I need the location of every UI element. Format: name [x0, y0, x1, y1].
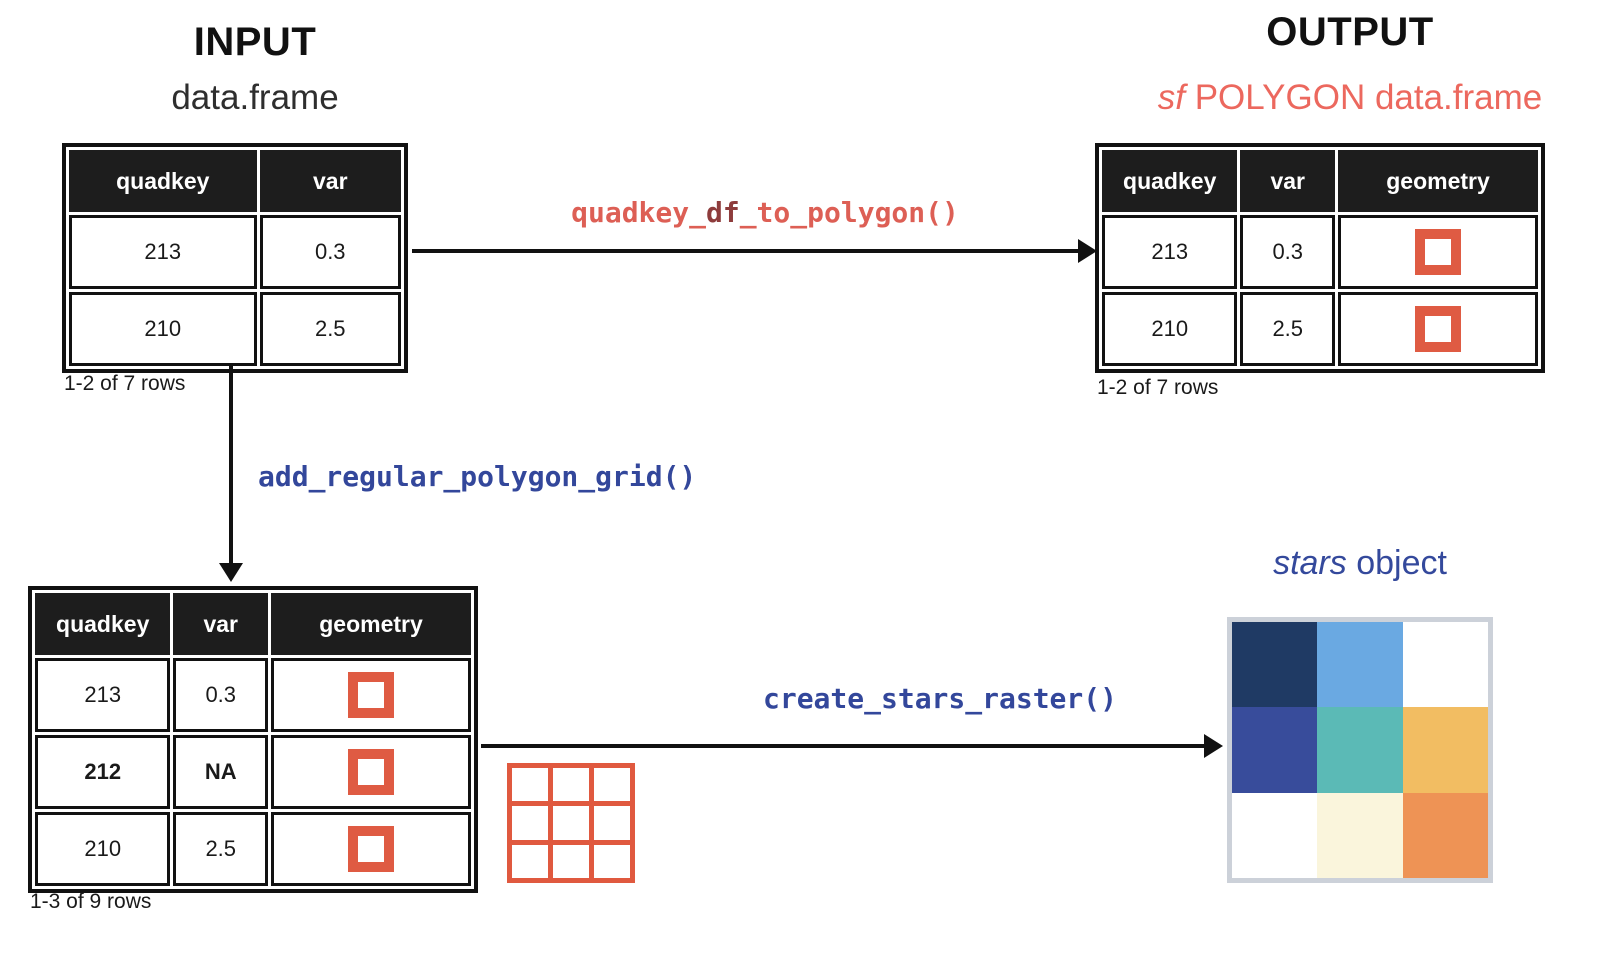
raster-cell [1317, 622, 1403, 708]
output-table: quadkey var geometry 213 0.3 210 2.5 [1095, 143, 1545, 373]
raster-cell [1402, 792, 1488, 878]
cell-var: 2.5 [259, 292, 401, 366]
cell-geometry [271, 658, 471, 732]
table-row: 213 0.3 [35, 658, 471, 732]
raster-cell [1232, 792, 1318, 878]
sf-italic-label: sf [1157, 78, 1185, 117]
arrow-down-head-icon [219, 563, 243, 582]
column-header: var [173, 593, 269, 655]
raster-cell [1232, 707, 1318, 793]
regular-polygon-grid-icon [507, 763, 635, 883]
function-label-quadkey-df-to-polygon: quadkey_df_to_polygon() [465, 196, 1065, 229]
output-title: OUTPUT [1266, 10, 1434, 54]
stars-label-rest: object [1346, 544, 1447, 582]
raster-cell [1317, 792, 1403, 878]
table-row: 210 2.5 [69, 292, 401, 366]
column-header: geometry [1338, 150, 1538, 212]
raster-cell [1402, 707, 1488, 793]
cell-quadkey: 213 [1102, 215, 1238, 289]
raster-cell [1232, 622, 1318, 708]
stars-italic-label: stars [1273, 544, 1347, 582]
function-label-part: df [705, 196, 740, 229]
cell-quadkey: 210 [1102, 292, 1238, 366]
cell-geometry [1338, 215, 1538, 289]
cell-geometry [271, 735, 471, 809]
table-row: 210 2.5 [1102, 292, 1538, 366]
table-row: 213 0.3 [1102, 215, 1538, 289]
table-row-na: 212 NA [35, 735, 471, 809]
cell-var: NA [173, 735, 269, 809]
polygon-square-icon [348, 672, 395, 718]
arrow-quadkey-df-to-polygon-line [412, 249, 1080, 253]
raster-cell [1402, 622, 1488, 708]
polygon-square-icon [348, 749, 395, 795]
cell-geometry [1338, 292, 1538, 366]
input-table: quadkey var 213 0.3 210 2.5 [62, 143, 408, 373]
table-row: 210 2.5 [35, 812, 471, 886]
column-header: quadkey [1102, 150, 1238, 212]
table-row: 213 0.3 [69, 215, 401, 289]
polygon-square-icon [1415, 229, 1462, 275]
function-label-part: _to_polygon() [739, 196, 959, 229]
raster-cell [1317, 707, 1403, 793]
column-header: quadkey [69, 150, 257, 212]
polygon-square-icon [348, 826, 395, 872]
cell-var: 0.3 [1240, 215, 1336, 289]
arrow-right-head-icon [1078, 239, 1097, 263]
grid-table-caption: 1-3 of 9 rows [30, 890, 152, 913]
column-header: var [259, 150, 401, 212]
arrow-add-regular-polygon-grid-line [229, 365, 233, 566]
function-label-create-stars-raster: create_stars_raster() [762, 682, 1117, 715]
cell-quadkey: 213 [69, 215, 257, 289]
stars-raster [1227, 617, 1493, 883]
arrow-right-head-icon [1204, 734, 1223, 758]
polygon-square-icon [1415, 306, 1462, 352]
input-subtitle: data.frame [171, 78, 339, 117]
cell-var: 0.3 [259, 215, 401, 289]
table-header-row: quadkey var geometry [1102, 150, 1538, 212]
arrow-create-stars-raster-line [481, 744, 1206, 748]
function-label-add-regular-polygon-grid: add_regular_polygon_grid() [258, 460, 697, 493]
cell-quadkey: 210 [35, 812, 171, 886]
function-label-part: quadkey_ [571, 196, 706, 229]
cell-quadkey: 212 [35, 735, 171, 809]
cell-geometry [271, 812, 471, 886]
column-header: quadkey [35, 593, 171, 655]
cell-quadkey: 210 [69, 292, 257, 366]
cell-var: 2.5 [1240, 292, 1336, 366]
table-header-row: quadkey var geometry [35, 593, 471, 655]
cell-var: 0.3 [173, 658, 269, 732]
grid-table: quadkey var geometry 213 0.3 212 NA 210 … [28, 586, 478, 893]
output-subtitle: sf POLYGON data.frame [1095, 78, 1605, 118]
stars-object-label: stars object [1160, 544, 1560, 583]
input-table-caption: 1-2 of 7 rows [64, 372, 186, 395]
column-header: geometry [271, 593, 471, 655]
output-subtitle-rest: POLYGON data.frame [1184, 78, 1543, 117]
output-table-caption: 1-2 of 7 rows [1097, 376, 1219, 399]
table-header-row: quadkey var [69, 150, 401, 212]
cell-quadkey: 213 [35, 658, 171, 732]
column-header: var [1240, 150, 1336, 212]
cell-var: 2.5 [173, 812, 269, 886]
input-title: INPUT [193, 20, 317, 64]
